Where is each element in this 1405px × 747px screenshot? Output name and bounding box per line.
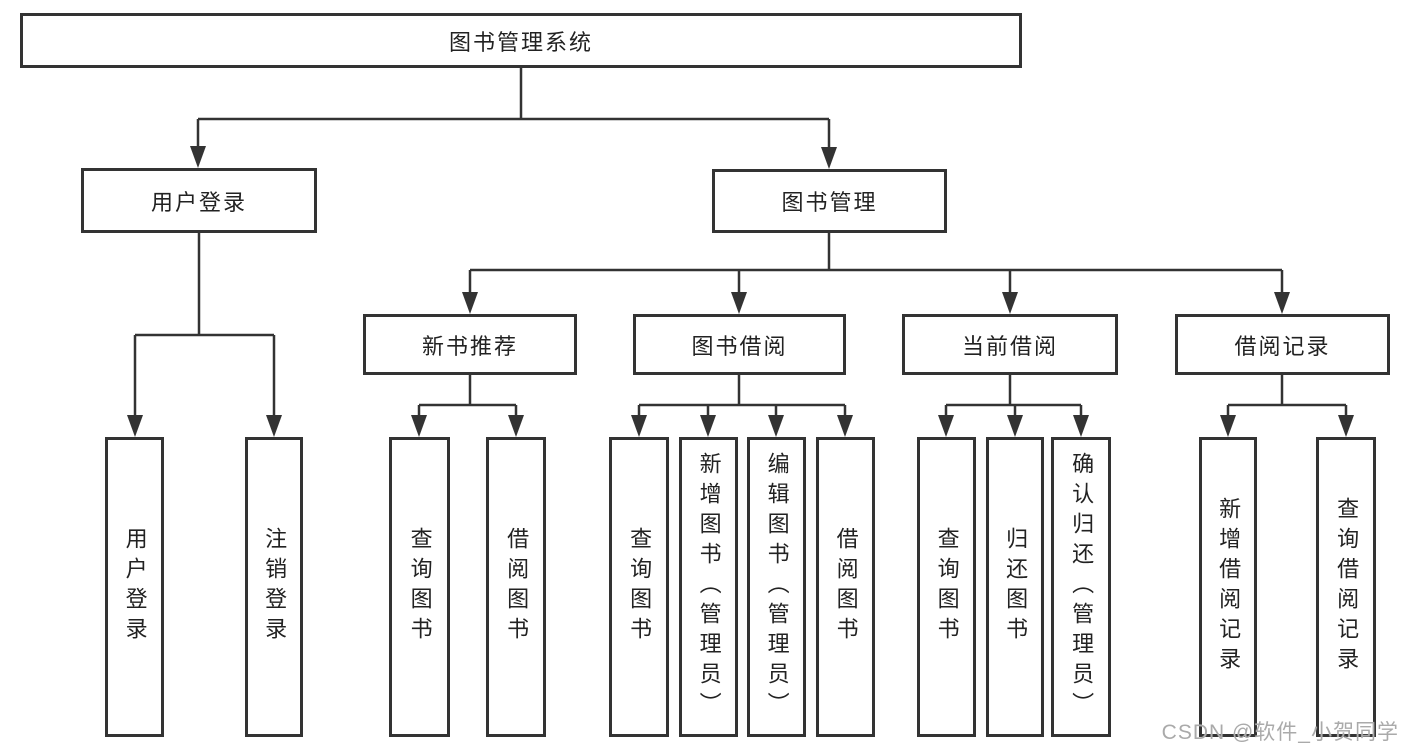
leaf-borrow-books-borrow: 借阅图书 <box>816 437 875 737</box>
node-book-management-label: 图书管理 <box>781 190 878 215</box>
node-book-borrow: 图书借阅 <box>633 314 846 375</box>
node-borrow-records: 借阅记录 <box>1175 314 1390 375</box>
leaf-return-book-label: 归还图书 <box>1003 527 1029 647</box>
leaf-user-login-label: 用户登录 <box>122 527 148 647</box>
node-current-borrow-label: 当前借阅 <box>961 333 1058 359</box>
node-root-label: 图书管理系统 <box>448 29 593 55</box>
node-book-management: 图书管理 <box>712 169 947 233</box>
leaf-edit-book-admin: 编辑图书（管理员） <box>747 437 806 737</box>
connector-mgmt-to-level3 <box>462 233 1290 314</box>
leaf-confirm-return-admin: 确认归还（管理员） <box>1051 437 1111 737</box>
leaf-add-book-admin: 新增图书（管理员） <box>679 437 738 737</box>
connector-root-to-level2 <box>190 68 837 169</box>
leaf-user-login: 用户登录 <box>105 437 164 737</box>
node-root: 图书管理系统 <box>20 13 1022 68</box>
node-new-book-recommend: 新书推荐 <box>363 314 577 375</box>
node-user-login-label: 用户登录 <box>150 189 247 215</box>
leaf-return-book: 归还图书 <box>986 437 1044 737</box>
connector-records-to-leaves <box>1220 375 1354 437</box>
connector-borrow-to-leaves <box>631 375 853 437</box>
leaf-query-books-recommend: 查询图书 <box>389 437 450 737</box>
leaf-borrow-books-recommend: 借阅图书 <box>486 437 546 737</box>
leaf-query-books-borrow: 查询图书 <box>609 437 669 737</box>
node-new-book-recommend-label: 新书推荐 <box>421 333 518 359</box>
leaf-logout: 注销登录 <box>245 437 303 737</box>
leaf-query-books-borrow-label: 查询图书 <box>627 527 653 647</box>
connector-recommend-to-leaves <box>411 375 524 437</box>
leaf-query-borrow-record: 查询借阅记录 <box>1316 437 1376 737</box>
node-current-borrow: 当前借阅 <box>902 314 1118 375</box>
leaf-add-borrow-record-label: 新增借阅记录 <box>1216 497 1242 677</box>
leaf-add-book-admin-label: 新增图书（管理员） <box>696 452 722 722</box>
leaf-confirm-return-admin-label: 确认归还（管理员） <box>1069 452 1095 722</box>
leaf-query-books-current: 查询图书 <box>917 437 976 737</box>
leaf-add-borrow-record: 新增借阅记录 <box>1199 437 1257 737</box>
leaf-borrow-books-borrow-label: 借阅图书 <box>833 527 859 647</box>
leaf-edit-book-admin-label: 编辑图书（管理员） <box>764 452 790 722</box>
leaf-query-borrow-record-label: 查询借阅记录 <box>1334 497 1360 677</box>
leaf-query-books-recommend-label: 查询图书 <box>407 527 433 647</box>
connector-current-to-leaves <box>938 375 1089 437</box>
node-borrow-records-label: 借阅记录 <box>1234 333 1331 359</box>
leaf-borrow-books-recommend-label: 借阅图书 <box>504 527 530 647</box>
leaf-logout-label: 注销登录 <box>262 527 288 647</box>
connector-login-to-leaves <box>127 233 282 437</box>
csdn-watermark: CSDN @软件_小贺同学 <box>1161 721 1399 744</box>
node-book-borrow-label: 图书借阅 <box>691 333 788 359</box>
node-user-login: 用户登录 <box>81 168 317 233</box>
leaf-query-books-current-label: 查询图书 <box>934 527 960 647</box>
